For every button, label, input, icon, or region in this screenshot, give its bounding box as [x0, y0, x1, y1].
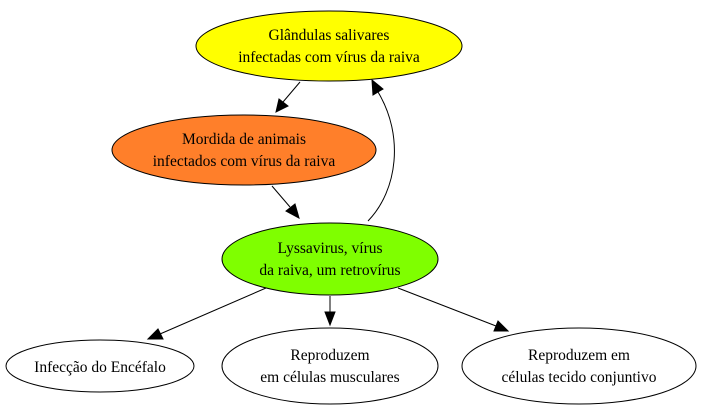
- arrowhead: [275, 98, 289, 113]
- edge-lyssavirus-to-glandulas: [367, 78, 395, 222]
- node-infeccao-do-encefalo: Infecção do Encéfalo: [5, 339, 195, 393]
- arrowhead: [285, 203, 300, 220]
- arrowhead: [371, 78, 384, 96]
- node-label-line2: em células musculares: [260, 369, 399, 386]
- edges: [146, 78, 510, 340]
- node-glandulas-salivares: Glândulas salivares infectadas com vírus…: [195, 10, 463, 82]
- node-label-line2: infectados com vírus da raiva: [153, 153, 336, 170]
- node-label-line1: Lyssavirus, vírus: [277, 240, 382, 257]
- arrowhead: [146, 328, 164, 340]
- node-shape: [5, 339, 195, 393]
- node-label-line1: Reproduzem: [290, 347, 369, 364]
- edge-glandulas-to-mordida: [275, 81, 301, 113]
- arrowhead: [324, 311, 336, 327]
- node-label-line1: Glândulas salivares: [269, 27, 390, 44]
- edge-mordida-to-lyssavirus: [271, 185, 300, 220]
- node-shape: [221, 327, 439, 405]
- edge-lyssavirus-to-conjuntivo: [397, 287, 510, 332]
- edge-lyssavirus-to-encefalo: [146, 287, 267, 340]
- node-label-line1: Reproduzem em: [528, 347, 630, 364]
- node-mordida-de-animais: Mordida de animais infectados com vírus …: [111, 114, 377, 186]
- node-shape: [461, 327, 697, 405]
- node-label-line2: da raiva, um retrovírus: [259, 262, 400, 279]
- node-lyssavirus: Lyssavirus, vírus da raiva, um retrovíru…: [221, 222, 439, 296]
- node-label-line2: células tecido conjuntivo: [502, 369, 657, 386]
- edge-lyssavirus-to-musculares: [324, 296, 336, 327]
- node-shape: [195, 10, 463, 82]
- node-shape: [221, 222, 439, 296]
- node-label-line1: Infecção do Encéfalo: [34, 359, 166, 376]
- node-reproduzem-conjuntivo: Reproduzem em células tecido conjuntivo: [461, 327, 697, 405]
- arrowhead: [493, 320, 510, 332]
- node-label-line2: infectadas com vírus da raiva: [238, 49, 420, 66]
- node-shape: [111, 114, 377, 186]
- node-label-line1: Mordida de animais: [182, 131, 306, 148]
- node-reproduzem-musculares: Reproduzem em células musculares: [221, 327, 439, 405]
